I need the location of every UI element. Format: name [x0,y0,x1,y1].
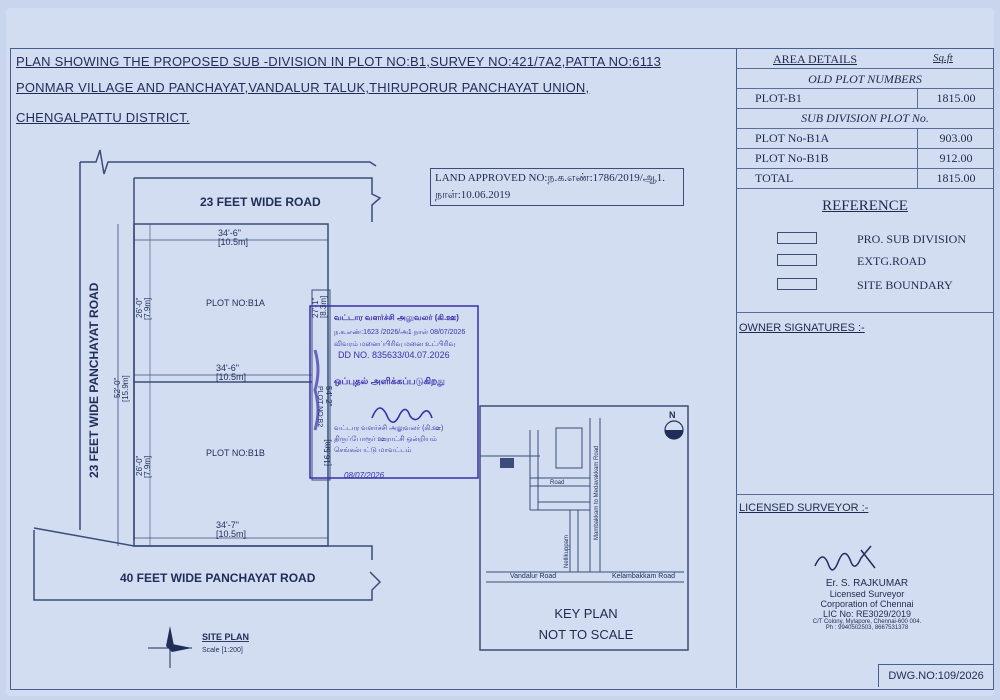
site-plan-scale: Scale [1:200] [202,647,243,654]
bottom-m: [10.5m] [216,529,246,539]
approval-stamp-box [309,305,479,479]
keyplan-road3: Mambakkam to Medavakkam Road [594,446,600,540]
area-details-panel: AREA DETAILS Sq.ft OLD PLOT NUMBERS PLOT… [736,48,993,688]
area-details-heading: AREA DETAILS [773,52,858,66]
surveyor-signature [814,545,876,571]
b1a-top-m: [10.5m] [218,237,248,247]
stamp-line-5: ஒப்புதல் அளிக்கப்படுகிறது [334,376,445,387]
total-left-dim: 52'-0" [113,377,122,398]
surveyor-address: C/T Colony, Mylapore, Chennai-600 004. [812,619,922,625]
surveyor-title: Licensed Surveyor [829,589,905,599]
old-plot-label: PLOT-B1 [755,91,802,105]
drawing-frame [10,48,994,690]
keyplan-road4: Nellikuppam [564,535,570,568]
left-road-label: 23 FEET WIDE PANCHAYAT ROAD [87,282,101,478]
drawing-sheet [6,8,994,696]
title-line-2: PONMAR VILLAGE AND PANCHAYAT,VANDALUR TA… [16,80,590,95]
b1b-left-dim: 26'-0" [135,455,144,476]
keyplan-road1: Vandalur Road [510,573,556,580]
mid-dim: 34'-6" [216,363,239,373]
right-total-m: [16.5m] [323,439,332,466]
sub-plot-label-2: PLOT No-B1B [755,151,829,165]
b1b-left-m: [7.9m] [143,456,152,478]
surveyor-phone: Ph : 9940502503, 8667531378 [825,625,909,631]
right-dim: 27'-1" [311,297,320,318]
stamp-line-2: ந.க.எண்:1623 /2026/அ1 நாள் 08/07/2026 [334,329,465,336]
stamp-line-6: வட்டார வளர்ச்சி அலுவலர் (கி.ஊ) [334,425,443,432]
top-road-lower-edge [134,177,382,222]
sub-division-heading: SUB DIVISION PLOT No. [801,111,929,125]
sub-plot-row-1: PLOT No-B1A 903.00 [737,128,993,149]
legend-boundary-label: SITE BOUNDARY [857,278,953,292]
bottom-road-upper-edge [33,527,373,560]
key-plan-box [479,405,689,651]
stamp-date: 08/07/2026 [344,471,385,480]
stamp-line-1: வட்டார வளர்ச்சி அலுவலர் (கி.ஊ) [334,313,459,323]
sub-plot-label-1: PLOT No-B1A [755,131,830,145]
stamp-line-4: DD NO. 835633/04.07.2026 [338,350,450,360]
bottom-road-lower-edge [33,530,382,601]
stamp-line-8: செங்கல்பட்டு மாவட்டம் [334,446,412,454]
mid-m: [10.5m] [216,372,246,382]
key-plan-heading: KEY PLAN [554,606,618,621]
reference-heading: REFERENCE [822,198,908,214]
title-line-1: PLAN SHOWING THE PROPOSED SUB -DIVISION … [16,54,662,69]
b1a-top-dim: 34'-6" [218,228,241,238]
b1a-left-dim: 26'-0" [135,297,144,318]
top-road-upper-edge [80,149,377,175]
legend-sub-division [777,232,817,244]
old-plot-row: PLOT-B1 1815.00 [737,88,993,109]
sub-plot-value-1: 903.00 [939,131,973,145]
right-m: [8.3m] [319,296,328,318]
key-plan-subtitle: NOT TO SCALE [538,627,634,642]
stamp-signature [371,407,433,423]
title-line-3: CHENGALPATTU DISTRICT. [16,110,190,125]
licensed-surveyor-label: LICENSED SURVEYOR :- [739,502,869,514]
total-value: 1815.00 [936,171,976,185]
b1a-left-m: [7.9m] [143,298,152,320]
plot-b1b-label: PLOT NO:B1B [206,448,265,458]
key-plan-title: KEY PLAN NOT TO SCALE [486,606,686,642]
land-approved-line-2: நாள்:10.06.2019 [435,189,511,201]
surveyor-lic: LIC No: RE3029/2019 [822,609,912,619]
total-row: TOTAL 1815.00 [737,168,993,189]
surveyor-org: Corporation of Chennai [820,599,914,609]
old-plot-value: 1815.00 [936,91,976,105]
compass-icon [148,626,192,668]
area-unit: Sq.ft [933,52,953,64]
strip-label: PLOT NO:B2 [316,386,323,427]
old-plot-heading: OLD PLOT NUMBERS [808,72,922,86]
stamp-line-3: விவரம் மனைப்பிரிவு மனை உட்பிரிவு [334,341,456,348]
stamp-line-7: திருப்போரூர் ஊராட்சி ஒன்றியம் [334,436,437,443]
bottom-road-label: 40 FEET WIDE PANCHAYAT ROAD [120,571,316,585]
legend-road-label: EXTG.ROAD [857,254,926,268]
total-left-m: [15.9m] [121,375,130,402]
keyplan-road5: Road [550,480,564,486]
total-label: TOTAL [755,171,794,185]
site-plan-label: SITE PLAN [202,632,249,642]
land-approved-line-1: LAND APPROVED NO:ந.க.எண்:1786/2019/ஆ1. [435,172,665,184]
land-approved-box: LAND APPROVED NO:ந.க.எண்:1786/2019/ஆ1. ந… [430,168,684,206]
right-total: 54'-2" [324,386,333,407]
bottom-dim: 34'-7" [216,520,239,530]
sub-plot-value-2: 912.00 [939,151,973,165]
owner-signatures-label: OWNER SIGNATURES :- [739,322,865,334]
top-road-label: 23 FEET WIDE ROAD [200,195,321,209]
sub-plot-row-2: PLOT No-B1B 912.00 [737,148,993,169]
keyplan-road2: Kelambakkam Road [612,573,675,580]
surveyor-name: Er. S. RAJKUMAR [825,578,909,589]
plot-b1a-label: PLOT NO:B1A [206,298,265,308]
surveyor-block: Er. S. RAJKUMAR Licensed Surveyor Corpor… [777,578,957,631]
legend-boundary [777,278,817,290]
drawing-number: DWG.NO:109/2026 [878,664,993,687]
legend-sub-division-label: PRO. SUB DIVISION [857,232,967,246]
legend-road [777,254,817,266]
keyplan-north: N [669,410,676,420]
